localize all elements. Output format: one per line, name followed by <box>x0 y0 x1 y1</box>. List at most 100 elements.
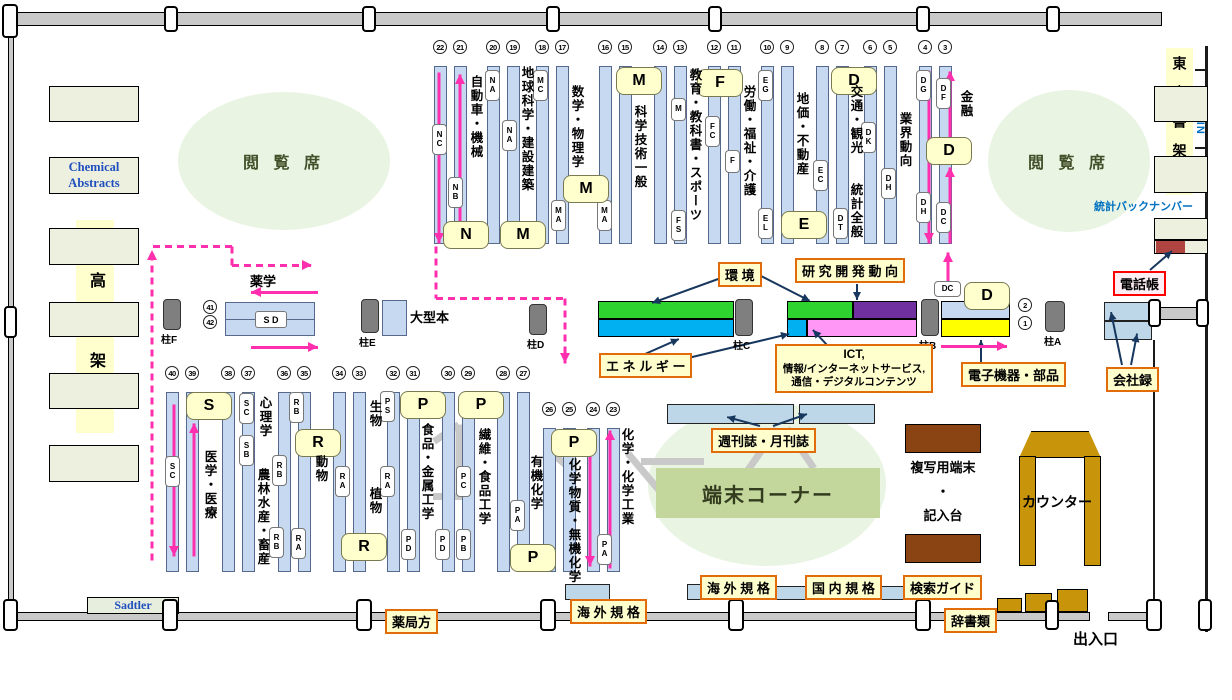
pale-box <box>49 157 139 194</box>
route-arrow <box>588 453 592 566</box>
topic-bar <box>598 319 734 337</box>
arrow-head <box>455 74 465 84</box>
wall-tick <box>1195 69 1205 71</box>
wall-pillar <box>708 6 722 32</box>
route-arrow <box>437 72 441 243</box>
shelf-7 <box>836 66 849 244</box>
sign-line: ICT, <box>843 347 865 361</box>
shelf-number-36: 36 <box>277 366 291 380</box>
shelf-number-29: 29 <box>461 366 475 380</box>
pillar-label: 柱D <box>527 340 545 351</box>
category-label: 交通・観光 <box>848 85 863 155</box>
shelf-number-15: 15 <box>618 40 632 54</box>
shelf-number-19: 19 <box>506 40 520 54</box>
pillar-柱F <box>163 299 181 330</box>
route-arrow <box>941 344 1007 348</box>
class-label-P: P <box>458 391 504 419</box>
shelf-number-18: 18 <box>535 40 549 54</box>
topic-bar <box>807 319 917 337</box>
shelf-number-27: 27 <box>516 366 530 380</box>
counter-desk-left <box>1019 456 1036 566</box>
arrow-head <box>169 546 179 556</box>
shelf-number-12: 12 <box>707 40 721 54</box>
shelf-number-39: 39 <box>185 366 199 380</box>
sd-shelf: S D <box>225 302 315 336</box>
shelf-9 <box>781 66 794 244</box>
category-label: 繊維・食品工学 <box>476 428 491 526</box>
class-label-E: E <box>781 211 827 239</box>
pale-box <box>1154 86 1208 122</box>
shelf-33 <box>353 392 366 572</box>
route-arrow <box>251 345 318 349</box>
gold-box <box>1057 589 1088 612</box>
shelf-number-8: 8 <box>815 40 829 54</box>
sign-weekly-monthly-magazines: 週刊誌・月刊誌 <box>711 428 817 453</box>
arrow-head <box>924 233 934 243</box>
shelf-number-28: 28 <box>496 366 510 380</box>
shelf-number-17: 17 <box>555 40 569 54</box>
circled-number-2: 2 <box>1018 298 1032 312</box>
category-label: 労働・福祉・介護 <box>741 85 756 197</box>
gold-box <box>997 598 1022 612</box>
arrow-head <box>1107 311 1117 321</box>
category-label: 有機化学 <box>528 455 543 511</box>
category-label: 食品・金属工学 <box>419 423 434 521</box>
counter-label: カウンター <box>1022 494 1092 510</box>
reading-area-east-label: 閲 覧 席 <box>1028 155 1110 172</box>
terminal-corner-band: 端末コーナー <box>656 468 880 518</box>
route-arrow <box>436 296 565 300</box>
copier-line-3: 記入台 <box>923 508 963 524</box>
copier-line-2: ・ <box>936 484 950 500</box>
arrow-head <box>997 341 1007 351</box>
arrow-head <box>780 330 790 340</box>
route-arrow <box>150 250 154 560</box>
pale-box <box>1154 156 1208 193</box>
class-label-P: P <box>551 429 597 457</box>
wall-segment <box>8 12 1162 26</box>
sd-tag: S D <box>255 311 287 328</box>
pale-box <box>49 302 139 337</box>
route-arrow <box>153 244 232 248</box>
wall-pillar <box>362 6 376 32</box>
wall-pillar <box>1148 299 1161 327</box>
arrow-head <box>302 260 312 270</box>
class-label-D: D <box>964 282 1010 310</box>
category-label: 統計全般 <box>848 183 863 239</box>
wall-pillar <box>2 4 18 38</box>
shelf-number-33: 33 <box>352 366 366 380</box>
entrance-label: 出入口 <box>1073 631 1119 648</box>
shelf-number-10: 10 <box>760 40 774 54</box>
circled-number-1: 1 <box>1018 316 1032 330</box>
statistics-backnumber-label: 統計バックナンバー <box>1094 201 1193 213</box>
red-box <box>1156 241 1185 253</box>
brown-box <box>905 424 981 453</box>
arrow-head <box>147 250 157 260</box>
route-arrow <box>434 246 438 298</box>
shelf-number-5: 5 <box>883 40 897 54</box>
arrow-head <box>189 423 199 433</box>
wall-pillar <box>4 306 17 338</box>
sign-energy: エ ネ ル ギ ー <box>599 353 693 378</box>
shelf-number-20: 20 <box>486 40 500 54</box>
sign-environment: 環 境 <box>718 262 762 287</box>
shelf-10 <box>761 66 774 244</box>
class-label-M: M <box>616 67 662 95</box>
class-label-S: S <box>186 392 232 420</box>
shelf-number-3: 3 <box>938 40 952 54</box>
category-label: 自動車・機械 <box>468 75 483 159</box>
sign-company-directory: 会社録 <box>1106 367 1160 392</box>
wall-pillar <box>1046 6 1060 32</box>
category-label: 動物 <box>313 455 328 483</box>
